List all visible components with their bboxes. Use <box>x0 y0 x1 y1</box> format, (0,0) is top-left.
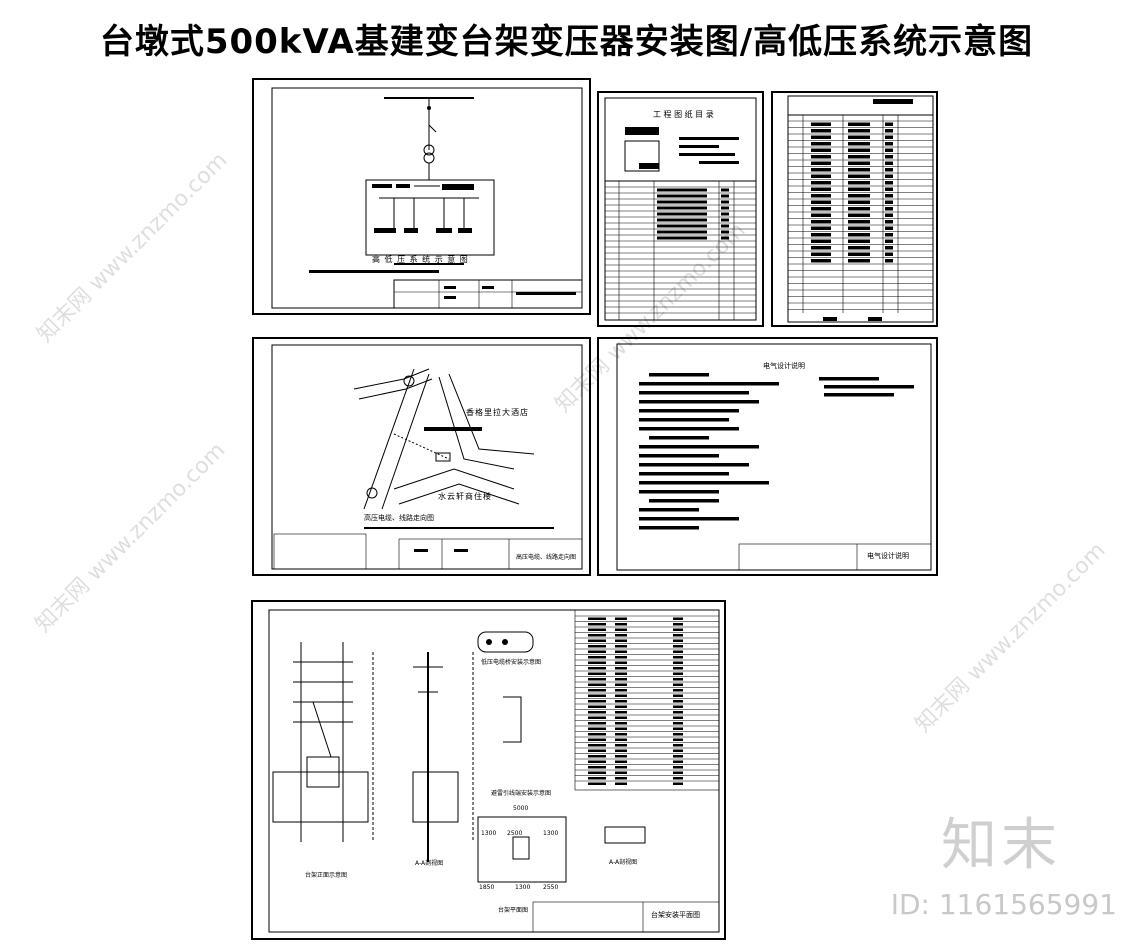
road-label-hotel: 香格里拉大酒店 <box>466 408 529 417</box>
system-diagram-drawing <box>271 87 583 309</box>
id-label: ID: 1161565991 <box>890 888 1117 921</box>
dim-d: 1850 <box>479 884 495 891</box>
caption-cable-bridge: 低压电缆桥安装示意图 <box>481 659 542 666</box>
dim-c: 1300 <box>543 830 559 837</box>
dim-a: 1300 <box>481 830 497 837</box>
sheet-system-diagram[interactable]: 高 低 压 系 统 示 意 图 <box>252 78 591 315</box>
page-title: 台墩式500kVA基建变台架变压器安装图/高低压系统示意图 <box>99 22 1034 62</box>
dim-e: 1300 <box>515 884 531 891</box>
sheet-platform-install[interactable]: 5000 1300 2500 1300 1850 1300 2550 台架正面示… <box>251 600 726 940</box>
system-diagram-caption: 高 低 压 系 统 示 意 图 <box>372 255 469 264</box>
road-label-residence: 水云轩商住楼 <box>438 492 492 501</box>
dim-b: 2500 <box>507 830 523 837</box>
dim-total: 5000 <box>513 805 529 812</box>
cable-route-caption: 高压电缆、线路走向图 <box>364 514 434 522</box>
platform-install-drawing <box>268 609 720 933</box>
sheet-design-notes[interactable]: 电气设计说明 电气设计说明 <box>597 337 938 576</box>
caption-side-section: A-A剖视图 <box>415 860 444 867</box>
drawing-index-heading: 工 程 图 纸 目 录 <box>653 110 714 119</box>
material-list-table <box>787 95 934 323</box>
sheet-cable-route[interactable]: 香格里拉大酒店 水云轩商住楼 高压电缆、线路走向图 高压电缆、线路走向图 <box>252 337 591 576</box>
cable-route-titleblock: 高压电缆、线路走向图 <box>516 554 577 561</box>
caption-plan-view: 台架平面图 <box>498 907 529 914</box>
caption-aa-section: A-A剖视图 <box>609 859 638 866</box>
brand-logo: 知末 <box>941 813 1061 878</box>
design-notes-titleblock: 电气设计说明 <box>867 552 909 560</box>
design-notes-heading: 电气设计说明 <box>763 362 805 370</box>
watermark: 知末网 www.znzmo.com <box>32 147 233 348</box>
caption-lightning-lead: 避雷引线端安装示意图 <box>491 790 552 797</box>
drawing-index-table <box>604 97 757 321</box>
platform-titleblock: 台架安装平面图 <box>651 911 700 919</box>
cable-route-map <box>271 344 583 570</box>
dim-f: 2550 <box>543 884 559 891</box>
sheet-drawing-index[interactable]: 工 程 图 纸 目 录 <box>597 91 764 327</box>
watermark: 知末网 www.znzmo.com <box>30 437 231 638</box>
design-notes-text <box>616 343 932 571</box>
sheet-material-list[interactable] <box>771 91 938 327</box>
caption-front-view: 台架正面示意图 <box>305 872 348 879</box>
